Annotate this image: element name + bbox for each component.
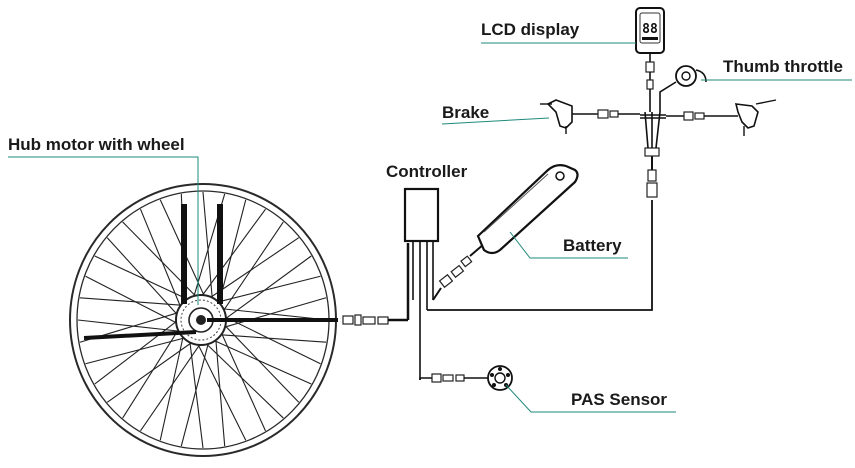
wheel-spoke [221,297,327,329]
motor-cable [342,243,410,326]
wheel-spoke [140,341,203,432]
wheel-spoke [196,341,247,441]
controller-box [403,187,440,380]
wheel-spoke [222,315,321,365]
label-pas-sensor: PAS Sensor [571,390,668,409]
wheel-spoke [222,255,312,322]
battery-cable [432,243,485,301]
brake-left-unit [441,99,640,134]
brake-leader [441,117,550,125]
label-controller: Controller [386,162,468,181]
wheel-spoke [94,318,180,385]
wheel-spoke [219,330,267,432]
battery-pack [476,164,628,259]
front-fork-left [181,204,187,304]
wheel-spoke [211,338,312,385]
hub-motor-wheel [8,156,338,457]
label-lcd-display: LCD display [481,20,580,39]
label-hub-motor: Hub motor with wheel [8,135,185,154]
wheel-spoke [77,319,183,333]
wheel-spoke [207,237,300,300]
pas-sensor-unit [419,365,676,413]
wheel-spoke [215,336,226,447]
wheel-spokes [77,191,329,449]
battery-leader [509,231,628,259]
wheel-spoke [214,275,321,304]
front-fork-right [217,204,223,304]
label-brake: Brake [442,103,490,122]
wheel-spoke [106,340,195,403]
pas-leader [505,384,676,413]
wheel-spoke [85,336,188,365]
wheel-spoke [139,208,183,310]
wheel-spoke [94,255,191,302]
wheel-spoke [85,275,180,325]
wheel-spoke [199,208,266,299]
thumb-throttle-unit [659,65,852,112]
lcd-display-unit: 88 [481,7,665,112]
brake-right-unit [666,99,777,136]
wheel-spoke [202,191,214,302]
label-thumb-throttle: Thumb throttle [723,57,843,76]
wheel-spoke [159,333,185,441]
display-cable [427,111,666,311]
hub-motor-leader [8,156,199,305]
label-battery: Battery [563,236,622,255]
wheel-spoke [79,297,185,306]
wheel-spoke [222,322,300,403]
wheel-spoke [217,334,327,343]
wheel-spoke [180,340,210,447]
lcd-digits: 88 [642,22,658,37]
wheel-spoke [106,237,180,318]
wheel-spoke [188,338,204,449]
